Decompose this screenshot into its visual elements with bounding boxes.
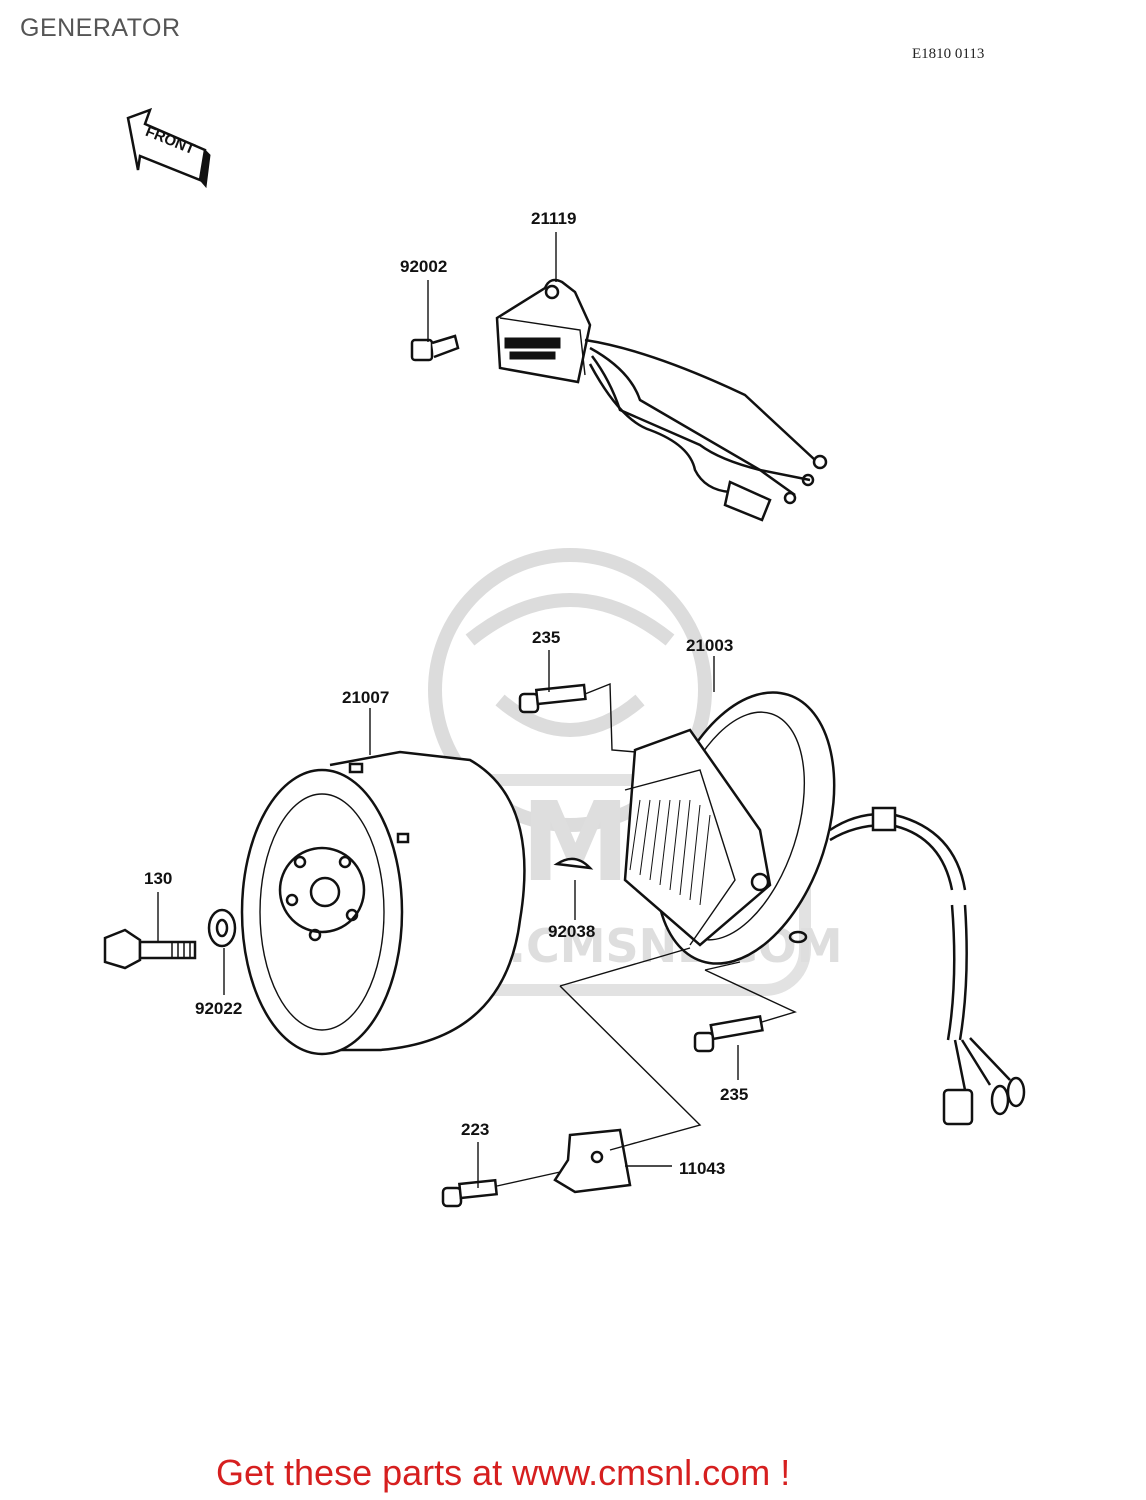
label-92022: 92022 bbox=[195, 999, 242, 1018]
label-21119: 21119 bbox=[531, 209, 576, 228]
label-235-upper: 235 bbox=[532, 628, 560, 647]
key-92038 bbox=[553, 857, 594, 870]
label-11043: 11043 bbox=[679, 1159, 725, 1178]
leader-lines bbox=[157, 232, 797, 1188]
stator-21003 bbox=[623, 691, 1026, 1126]
bolt-130 bbox=[103, 928, 197, 970]
screw-223 bbox=[441, 1178, 499, 1208]
flywheel-21007 bbox=[240, 750, 526, 1056]
label-130: 130 bbox=[144, 869, 172, 888]
front-arrow-icon: FRONT bbox=[126, 107, 211, 189]
plate-11043 bbox=[553, 1128, 632, 1194]
label-235-lower: 235 bbox=[720, 1085, 748, 1104]
page-title: GENERATOR bbox=[20, 14, 181, 42]
label-21007: 21007 bbox=[342, 688, 389, 707]
screw-235-lower bbox=[693, 1014, 764, 1053]
label-92038: 92038 bbox=[548, 922, 595, 941]
shop-link[interactable]: Get these parts at www.cmsnl.com ! bbox=[216, 1452, 791, 1493]
washer-92022 bbox=[207, 908, 237, 948]
label-223: 223 bbox=[461, 1120, 489, 1139]
diagram-code: E1810 0113 bbox=[912, 46, 985, 62]
bolt-92002 bbox=[410, 334, 460, 362]
cdi-unit-21119 bbox=[495, 278, 828, 522]
label-92002: 92002 bbox=[400, 257, 447, 276]
label-21003: 21003 bbox=[686, 636, 733, 655]
part-labels: 21119 92002 235 21003 21007 130 92022 92… bbox=[144, 209, 748, 1178]
screw-235-upper bbox=[518, 683, 587, 714]
